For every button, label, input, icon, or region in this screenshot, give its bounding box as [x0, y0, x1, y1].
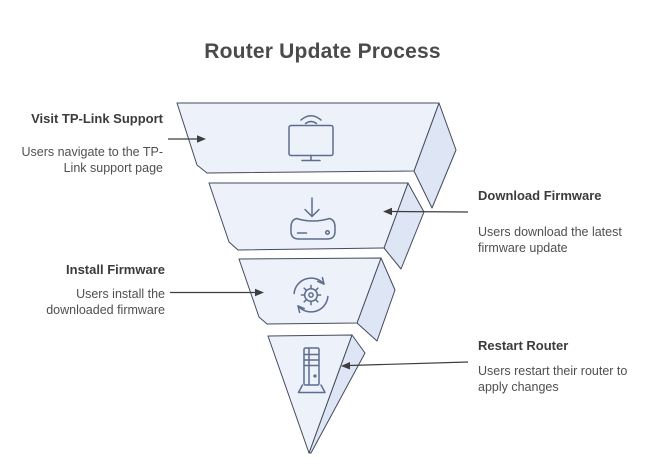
connector-arrow-4 — [341, 361, 469, 370]
monitor-wifi-icon — [288, 115, 334, 162]
funnel-segment-install — [238, 257, 396, 342]
step-4-label: Restart Router — [478, 338, 569, 353]
step-2-label: Download Firmware — [478, 188, 602, 203]
segment-2-front-face — [208, 182, 409, 251]
segment-1-front-face — [176, 102, 440, 174]
download-device-icon — [290, 197, 336, 240]
step-3-description: Users install the downloaded firmware — [46, 287, 165, 317]
step-2-description: Users download the latest firmware updat… — [478, 225, 622, 255]
segment-4-front-face — [267, 334, 353, 454]
gear-sync-icon — [293, 276, 329, 314]
funnel-segment-download — [208, 182, 425, 270]
step-3-label: Install Firmware — [66, 262, 165, 277]
step-1-label: Visit TP-Link Support — [31, 111, 163, 126]
step-4-description: Users restart their router to apply chan… — [478, 364, 628, 394]
connector-arrow-2 — [383, 207, 469, 216]
funnel-segment-visit — [176, 102, 457, 209]
connector-arrow-3 — [170, 288, 264, 297]
funnel-segment-restart — [267, 334, 366, 454]
segment-3-front-face — [238, 257, 382, 325]
step-1-description: Users navigate to the TP-Link support pa… — [21, 145, 163, 175]
connector-arrow-1 — [168, 135, 206, 143]
server-tower-icon — [297, 347, 326, 394]
page-title: Router Update Process — [204, 40, 441, 63]
